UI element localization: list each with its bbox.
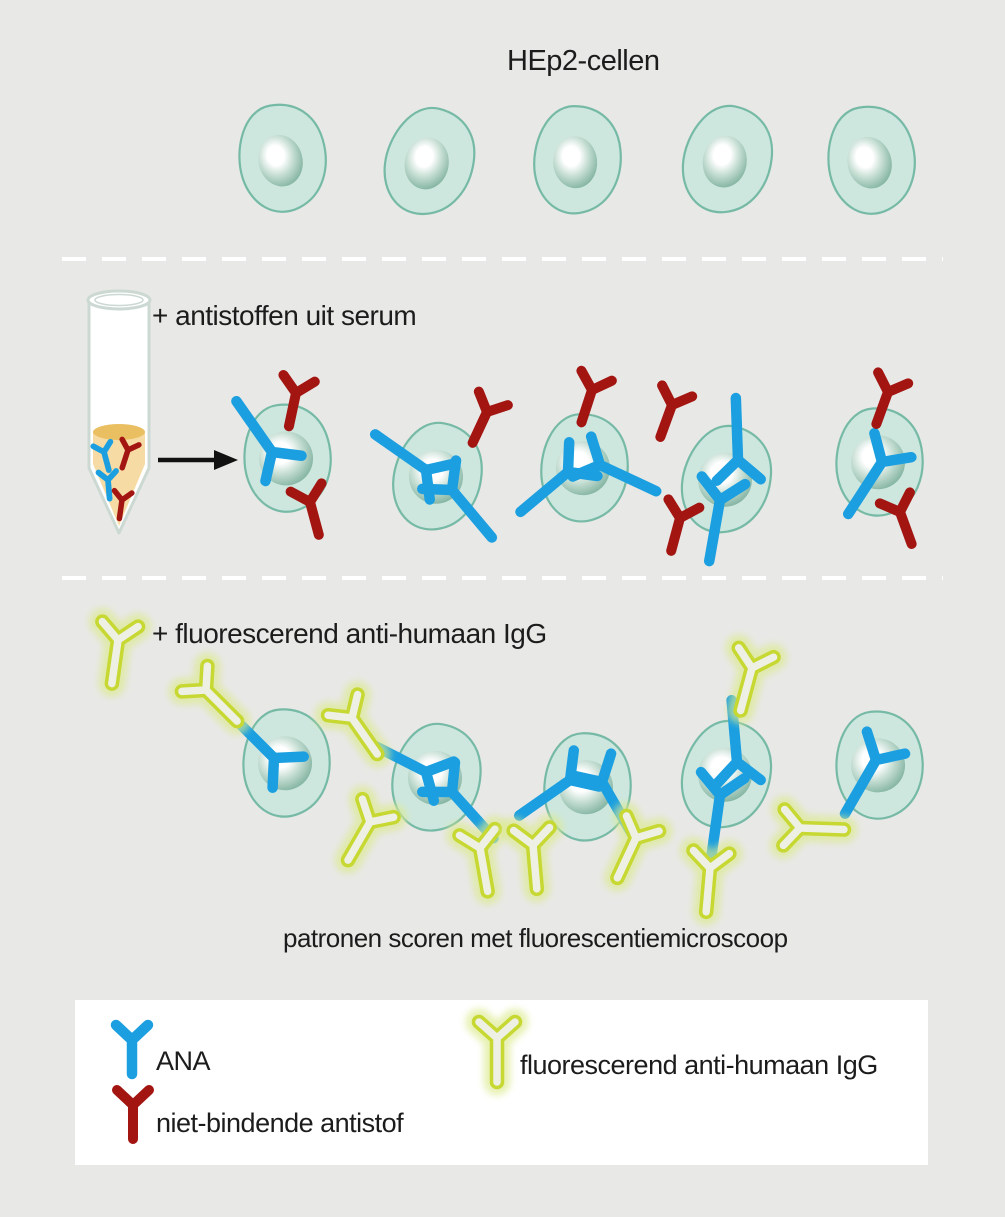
- fluorescent-antibody-icon: [332, 799, 393, 869]
- hep2-cell-row: [227, 95, 927, 222]
- step-add-fluorescent-label: + fluorescerend anti-humaan IgG: [152, 618, 547, 649]
- hep2-cell: [530, 103, 624, 216]
- hep2-cell: [377, 101, 481, 222]
- non-binding-antibody-icon: [645, 385, 692, 442]
- fluorescent-antibody-icon: [328, 695, 392, 765]
- step-add-serum-label: + antistoffen uit serum: [152, 300, 417, 331]
- fluorescent-antibody-icon: [479, 1022, 515, 1082]
- arrow-icon: [158, 450, 238, 470]
- hep2-cell: [677, 100, 778, 218]
- diagram-title: HEp2-cellen: [507, 45, 660, 77]
- serum-tube: [86, 289, 152, 535]
- legend: [75, 1000, 928, 1165]
- legend-ana-label: ANA: [156, 1046, 211, 1076]
- legend-non-binding-label: niet-bindende antistof: [156, 1108, 404, 1138]
- non-binding-antibody-icon: [656, 499, 700, 555]
- fluorescent-antibody-icon: [514, 827, 555, 890]
- fluorescent-antibody-icon: [688, 850, 729, 913]
- fluorescent-staining-row: [182, 648, 932, 914]
- legend-fluorescent-label: fluorescerend anti-humaan IgG: [520, 1050, 878, 1080]
- caption: patronen scoren met fluorescentiemicrosc…: [283, 923, 788, 953]
- fluorescent-antibody-icon: [459, 829, 505, 894]
- fluorescent-antibody-icon: [94, 622, 138, 686]
- fluorescent-antibody-icon: [783, 809, 844, 847]
- hep2-cell: [227, 95, 338, 220]
- fluorescent-antibody-icon: [723, 648, 773, 715]
- fluorescent-antibody-icon: [182, 666, 250, 734]
- hep2-cell: [816, 97, 927, 222]
- serum-incubation-row: [218, 371, 930, 565]
- non-binding-antibody-icon: [880, 492, 927, 549]
